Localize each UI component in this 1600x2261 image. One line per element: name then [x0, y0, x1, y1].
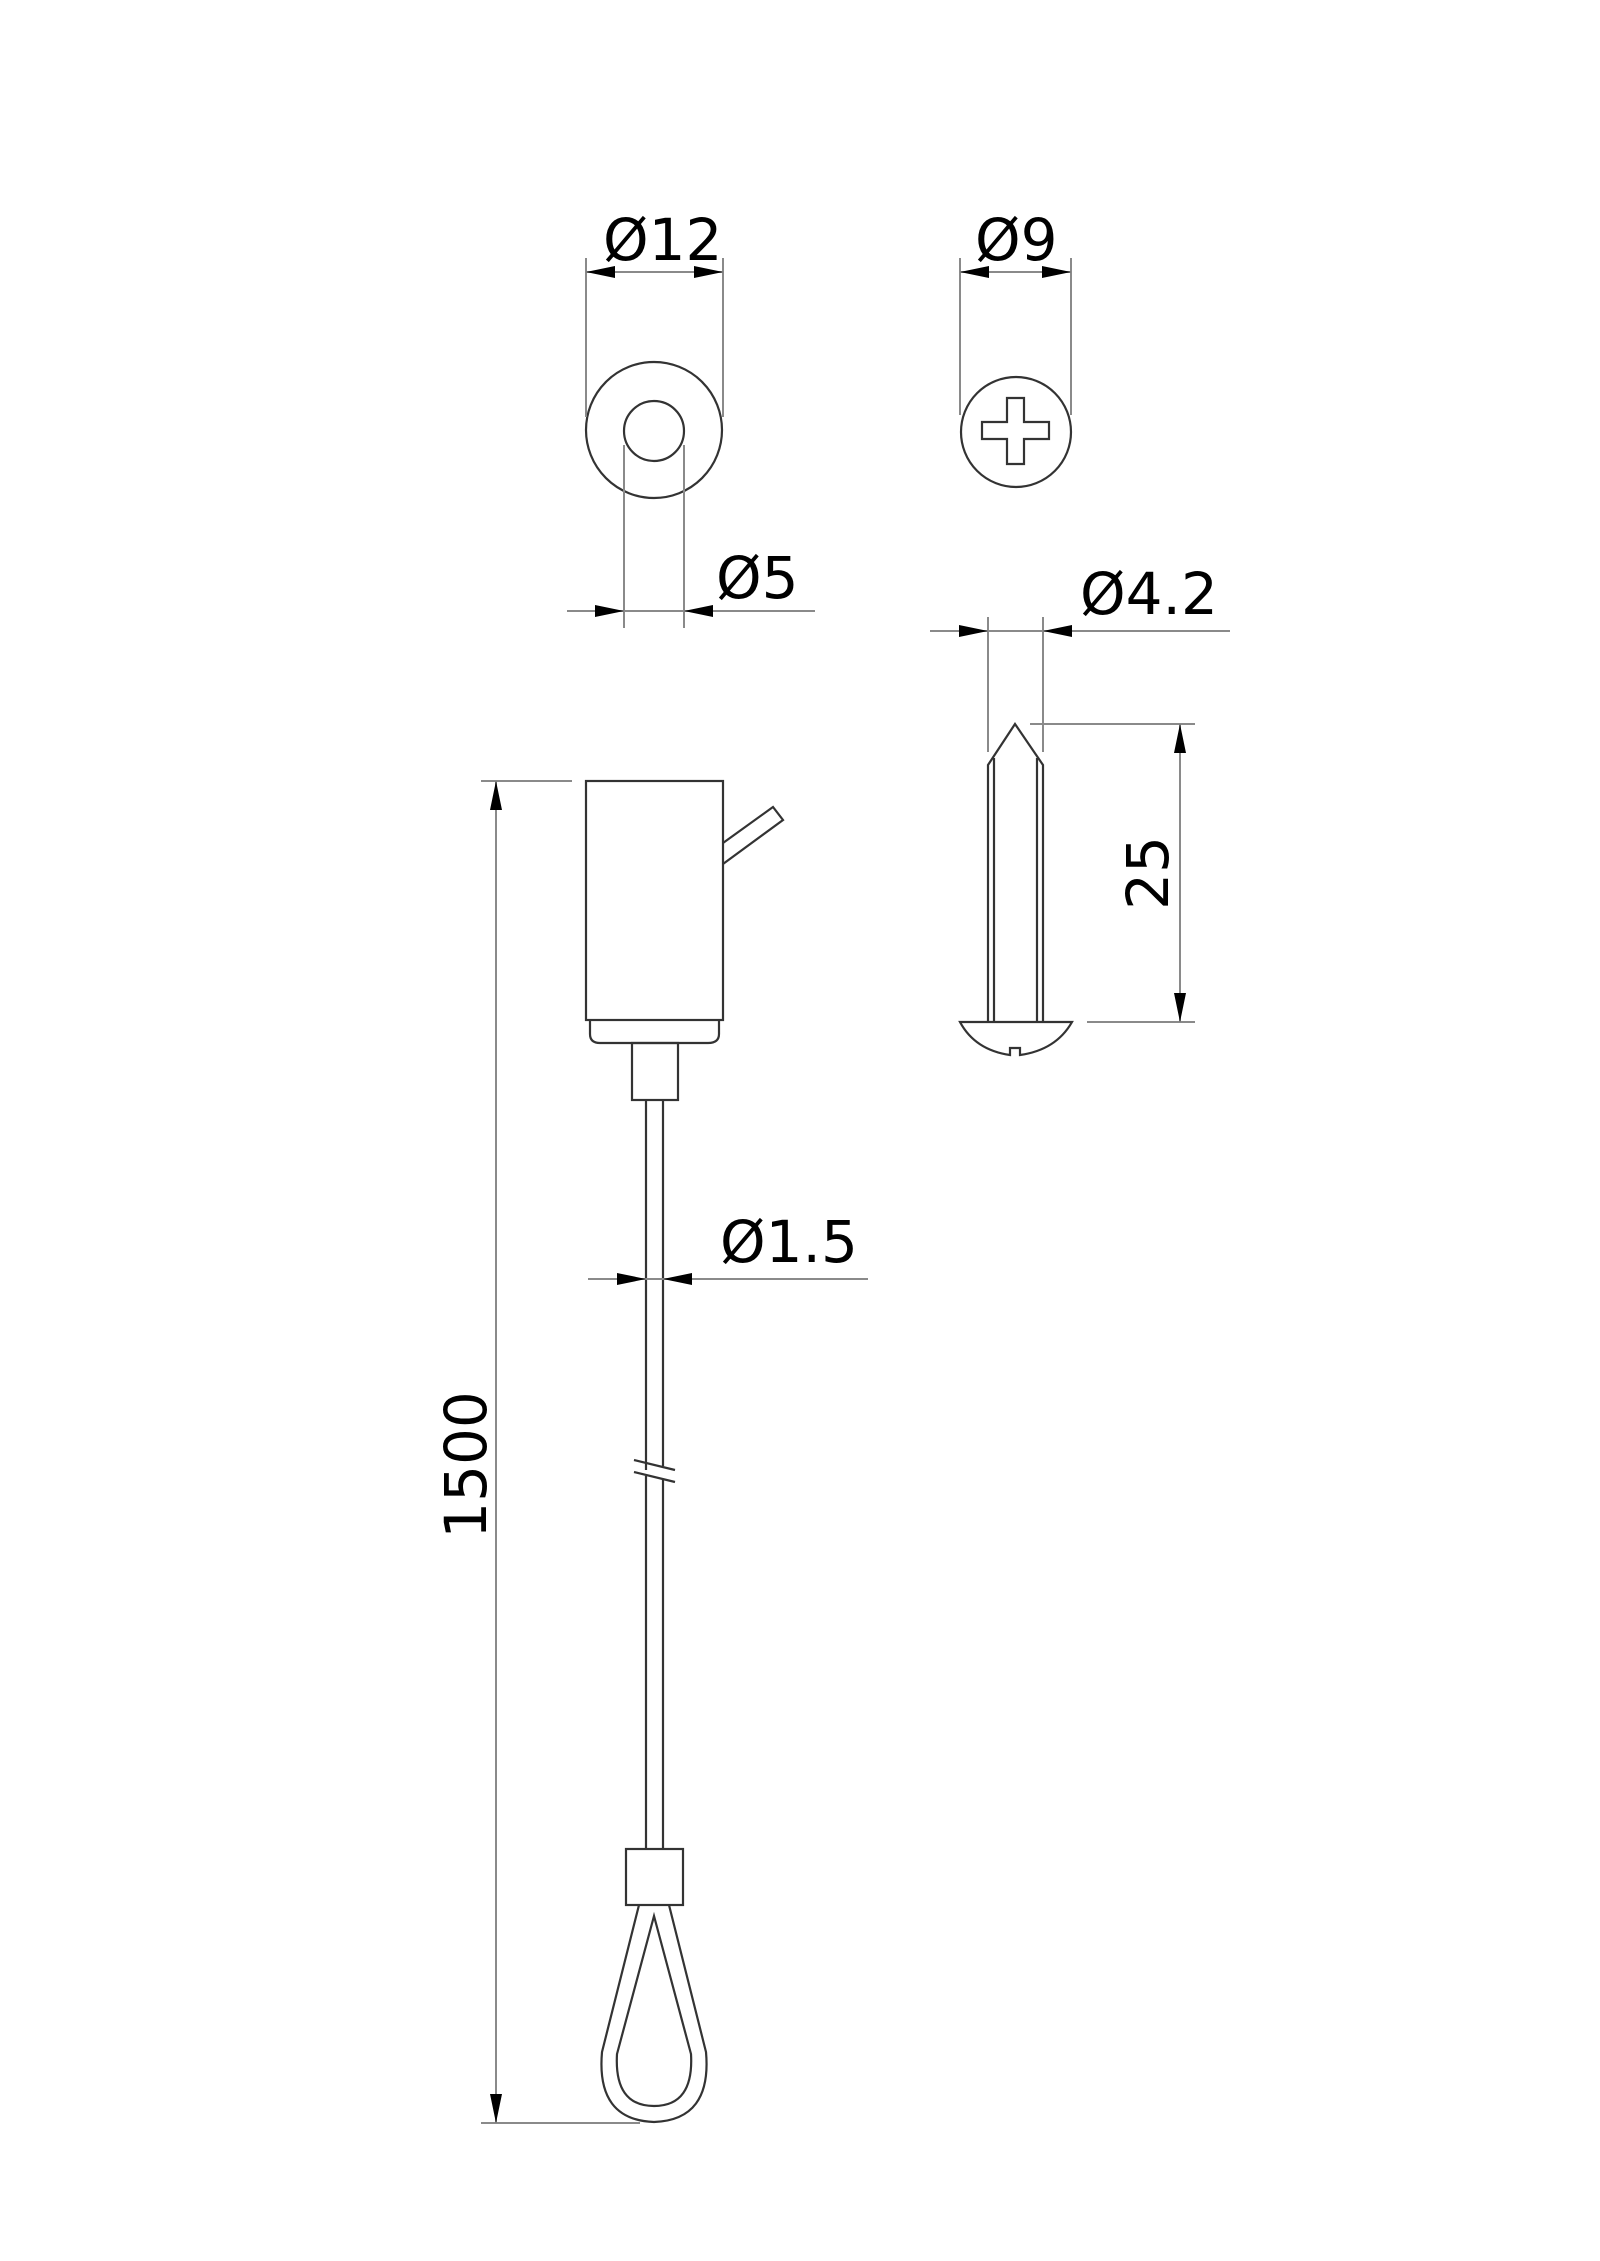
dimension-cable-diameter: Ø1.5 — [588, 1208, 868, 1285]
gripper-body — [584, 779, 725, 1022]
screw-head-circle — [959, 375, 1073, 489]
dim-label-washer-outer: Ø12 — [603, 206, 722, 274]
dim-label-screw-length: 25 — [1114, 836, 1182, 910]
dimension-screw-length: 25 — [1030, 723, 1195, 1023]
screw-head-top-view — [959, 375, 1073, 489]
gripper-side-view — [584, 779, 785, 2124]
dim-label-screw-shaft: Ø4.2 — [1080, 560, 1218, 628]
gripper-neck — [630, 1041, 680, 1102]
cable-loop — [600, 1904, 708, 2124]
dimension-washer-outer: Ø12 — [585, 206, 724, 417]
gripper-collar — [588, 1020, 721, 1045]
dimension-screw-shaft: Ø4.2 — [930, 560, 1230, 752]
dim-label-washer-inner: Ø5 — [716, 544, 799, 612]
ferrule-sleeve — [624, 1847, 685, 1907]
dimension-washer-inner: Ø5 — [567, 445, 815, 628]
washer-top-view — [584, 360, 724, 500]
washer-outer-circle — [584, 360, 724, 500]
phillips-cross-icon — [980, 396, 1051, 466]
dimension-screw-head: Ø9 — [959, 206, 1072, 415]
screw-side-view — [958, 722, 1074, 1057]
dim-label-cable-length: 1500 — [432, 1391, 500, 1539]
dim-label-cable-diameter: Ø1.5 — [720, 1208, 858, 1276]
dim-label-screw-head: Ø9 — [975, 206, 1058, 274]
release-pin — [722, 805, 785, 865]
dimension-cable-length: 1500 — [432, 780, 640, 2124]
washer-inner-circle — [622, 399, 686, 463]
